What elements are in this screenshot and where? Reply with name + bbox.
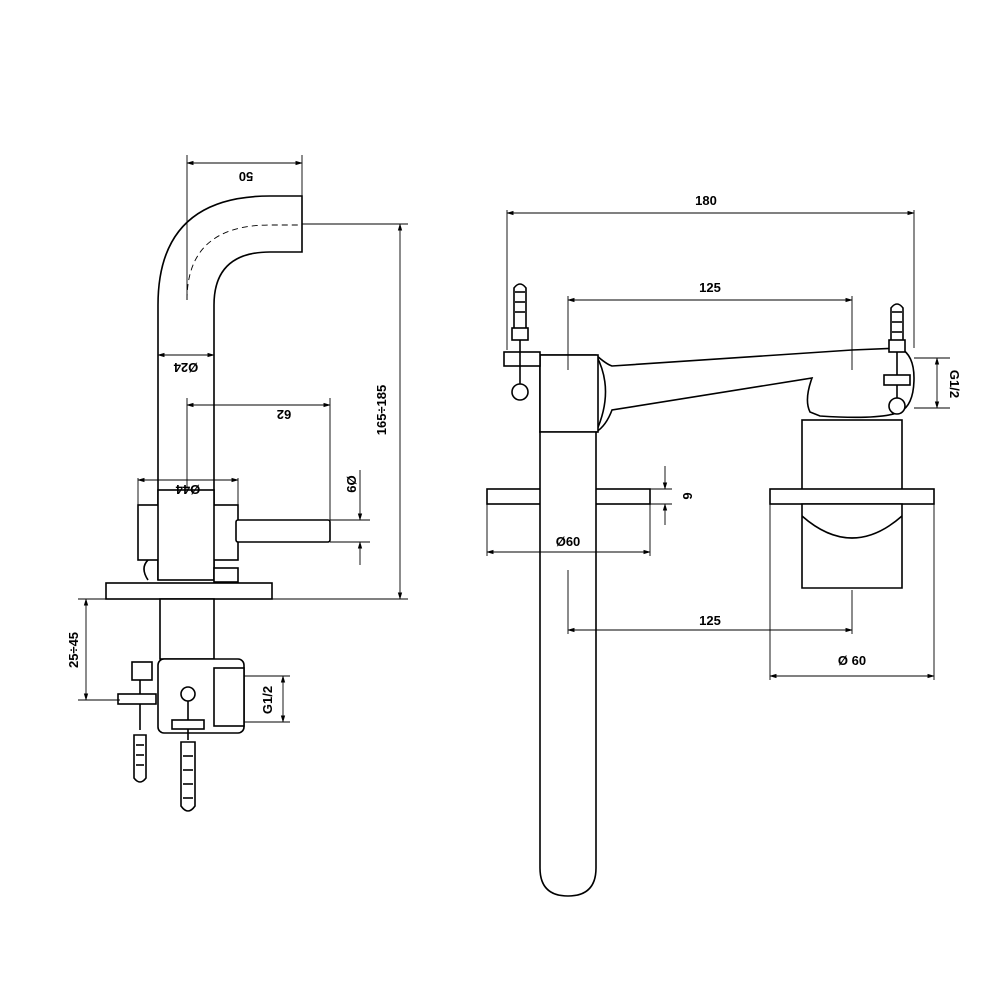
dim-left-plate-diameter: Ø60 [556,534,581,549]
fitting-right [883,303,911,415]
dim-body-diameter: Ø44 [175,482,200,497]
dim-handle-diameter: Ø9 [344,475,359,492]
dim-right-plate-diameter: Ø 60 [838,653,866,668]
dim-height: 165÷185 [374,385,389,436]
spout-tube [539,431,597,897]
dim-spout-reach: 50 [239,169,253,184]
front-view: 180 125 G1/2 6 Ø60 125 Ø 60 [486,193,962,897]
flex-hose-left [117,661,157,783]
right-plate [769,488,935,505]
spout-body [157,195,303,580]
handle [801,503,903,589]
dim-spout-diameter: Ø24 [173,360,198,375]
dim-plate-thickness: 6 [680,492,695,499]
fitting-left [503,283,541,401]
dim-handle-reach: 62 [277,407,291,422]
dim-center-bottom: 125 [699,613,721,628]
handle-lever [235,519,331,543]
dim-center-top: 125 [699,280,721,295]
side-view: 50 Ø24 62 Ø44 Ø9 165÷185 25÷45 [66,155,408,812]
base-plate [105,582,273,600]
dim-thread-side: G1/2 [260,686,275,714]
dim-thread-front: G1/2 [947,370,962,398]
dim-overall-width: 180 [695,193,717,208]
flex-hose-center [171,686,205,812]
dim-deck-thickness: 25÷45 [66,632,81,668]
